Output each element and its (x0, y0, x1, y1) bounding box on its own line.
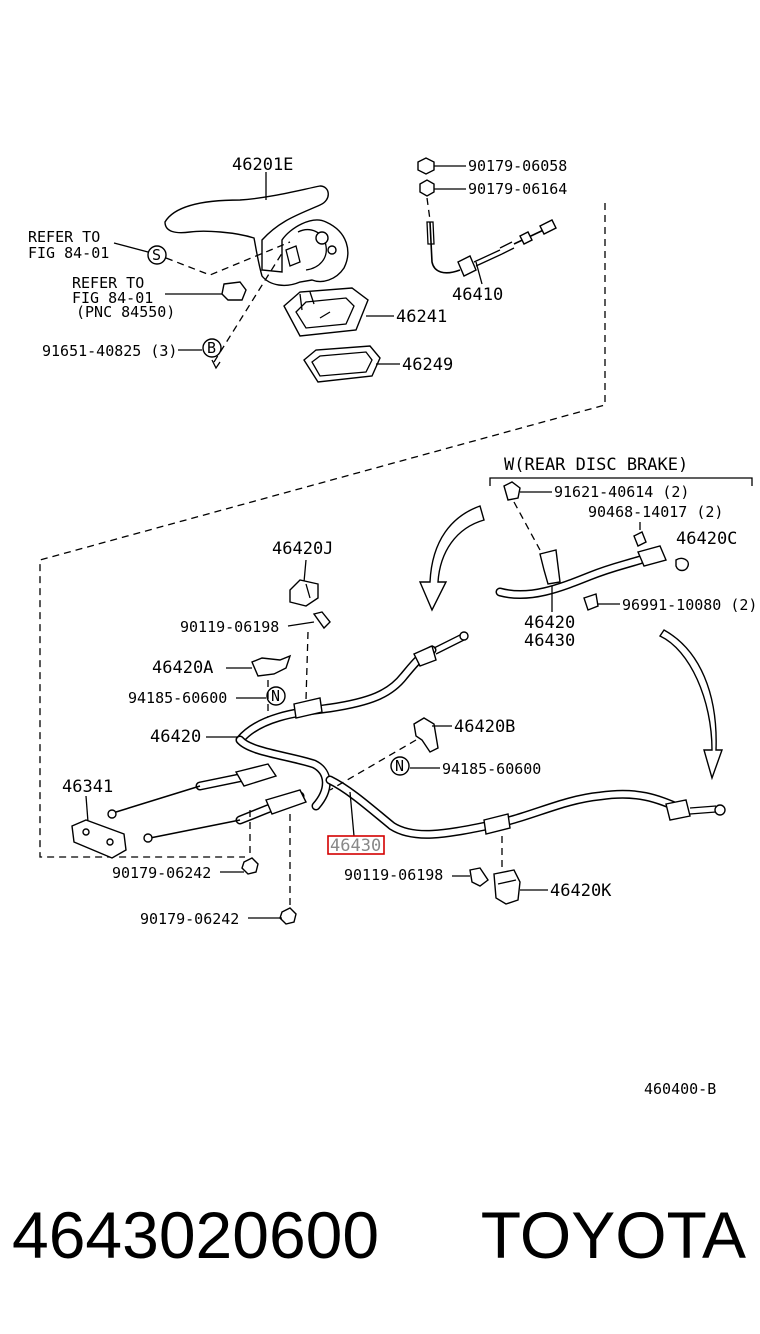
label-bolt-k: 90119-06198 (344, 866, 443, 884)
badge-n2 (390, 756, 410, 776)
rd-clamp[interactable] (583, 593, 599, 611)
label-nut-a: 94185-60600 (128, 689, 227, 707)
footer: 4643020600 TOYOTA (0, 1190, 760, 1280)
rear-cable-46420[interactable] (235, 631, 469, 811)
rd-cable-assembly[interactable] (495, 545, 667, 600)
svg-text:B: B (207, 339, 216, 357)
label-nut4: 90179-06242 (140, 910, 239, 928)
label-rd-cable-a: 46420 (524, 613, 575, 633)
label-equalizer: 46341 (62, 777, 113, 797)
label-boot: 46249 (402, 355, 453, 375)
label-nut1: 90179-06058 (468, 157, 567, 175)
nut-90179-06164[interactable] (419, 179, 435, 197)
label-rd-bracket: 46420C (676, 529, 737, 549)
equalizer-46341[interactable] (71, 819, 127, 859)
rd-bracket[interactable] (675, 557, 689, 572)
bolt-90119-06198-upper[interactable] (312, 611, 331, 630)
label-refer1-b: FIG 84-01 (28, 244, 109, 262)
part-number: 4643020600 (12, 1198, 380, 1272)
svg-text:N: N (271, 687, 280, 705)
brand-name: TOYOTA (480, 1198, 746, 1272)
badge-n1 (266, 686, 286, 706)
label-cable-46430: 46430 (330, 836, 381, 856)
console-cover[interactable] (283, 287, 369, 337)
label-nut-b: 94185-60600 (442, 760, 541, 778)
label-clamp-a: 46420A (152, 658, 213, 678)
label-bolt-j: 90119-06198 (180, 618, 279, 636)
rear-cable-46430[interactable] (325, 775, 726, 839)
highlight-box (327, 835, 385, 855)
label-refer1-a: REFER TO (28, 228, 100, 246)
label-clamp-j: 46420J (272, 539, 333, 559)
label-refer2-a: REFER TO (72, 274, 144, 292)
label-clamp-k: 46420K (550, 881, 612, 901)
label-lever: 46201E (232, 155, 293, 175)
label-bolt-b: 91651-40825 (3) (42, 342, 177, 360)
nut-90179-06242-a[interactable] (241, 857, 259, 875)
badge-b (202, 338, 222, 358)
parking-brake-lever[interactable] (164, 185, 349, 287)
label-front-cable: 46410 (452, 285, 503, 305)
clamp-46420a[interactable] (251, 654, 292, 677)
label-nut2: 90179-06164 (468, 180, 567, 198)
switch-part[interactable] (221, 281, 247, 301)
arrow-down-right (658, 629, 723, 781)
diagram-code: 460400-B (644, 1080, 716, 1098)
front-cable[interactable] (426, 219, 557, 277)
label-rd-clip: 90468-14017 (2) (588, 503, 723, 521)
boot-gasket[interactable] (303, 345, 381, 383)
clamp-46420k[interactable] (493, 869, 521, 905)
badge-s (147, 245, 167, 265)
rd-bolt[interactable] (503, 481, 521, 501)
label-refer2-c: (PNC 84550) (76, 303, 175, 321)
nut-90179-06058[interactable] (417, 157, 435, 175)
label-cover: 46241 (396, 307, 447, 327)
svg-text:N: N (395, 757, 404, 775)
clamp-46420j[interactable] (289, 579, 319, 607)
rd-clip[interactable] (633, 531, 647, 547)
clamp-46420b[interactable] (413, 717, 439, 753)
svg-text:S: S (152, 246, 161, 264)
arrow-up-left (418, 505, 485, 612)
bolt-90119-06198-lower[interactable] (469, 867, 489, 887)
label-rd-cable-b: 46430 (524, 631, 575, 651)
nut-90179-06242-b[interactable] (279, 907, 297, 925)
label-rd-clamp: 96991-10080 (2) (622, 596, 757, 614)
label-rd-bolt: 91621-40614 (2) (554, 483, 689, 501)
cable-ends-left[interactable] (107, 763, 307, 843)
label-refer2-b: FIG 84-01 (72, 289, 153, 307)
label-cable-46420: 46420 (150, 727, 201, 747)
label-clamp-b: 46420B (454, 717, 515, 737)
label-rear-disc: W(REAR DISC BRAKE) (504, 455, 688, 475)
label-nut3: 90179-06242 (112, 864, 211, 882)
